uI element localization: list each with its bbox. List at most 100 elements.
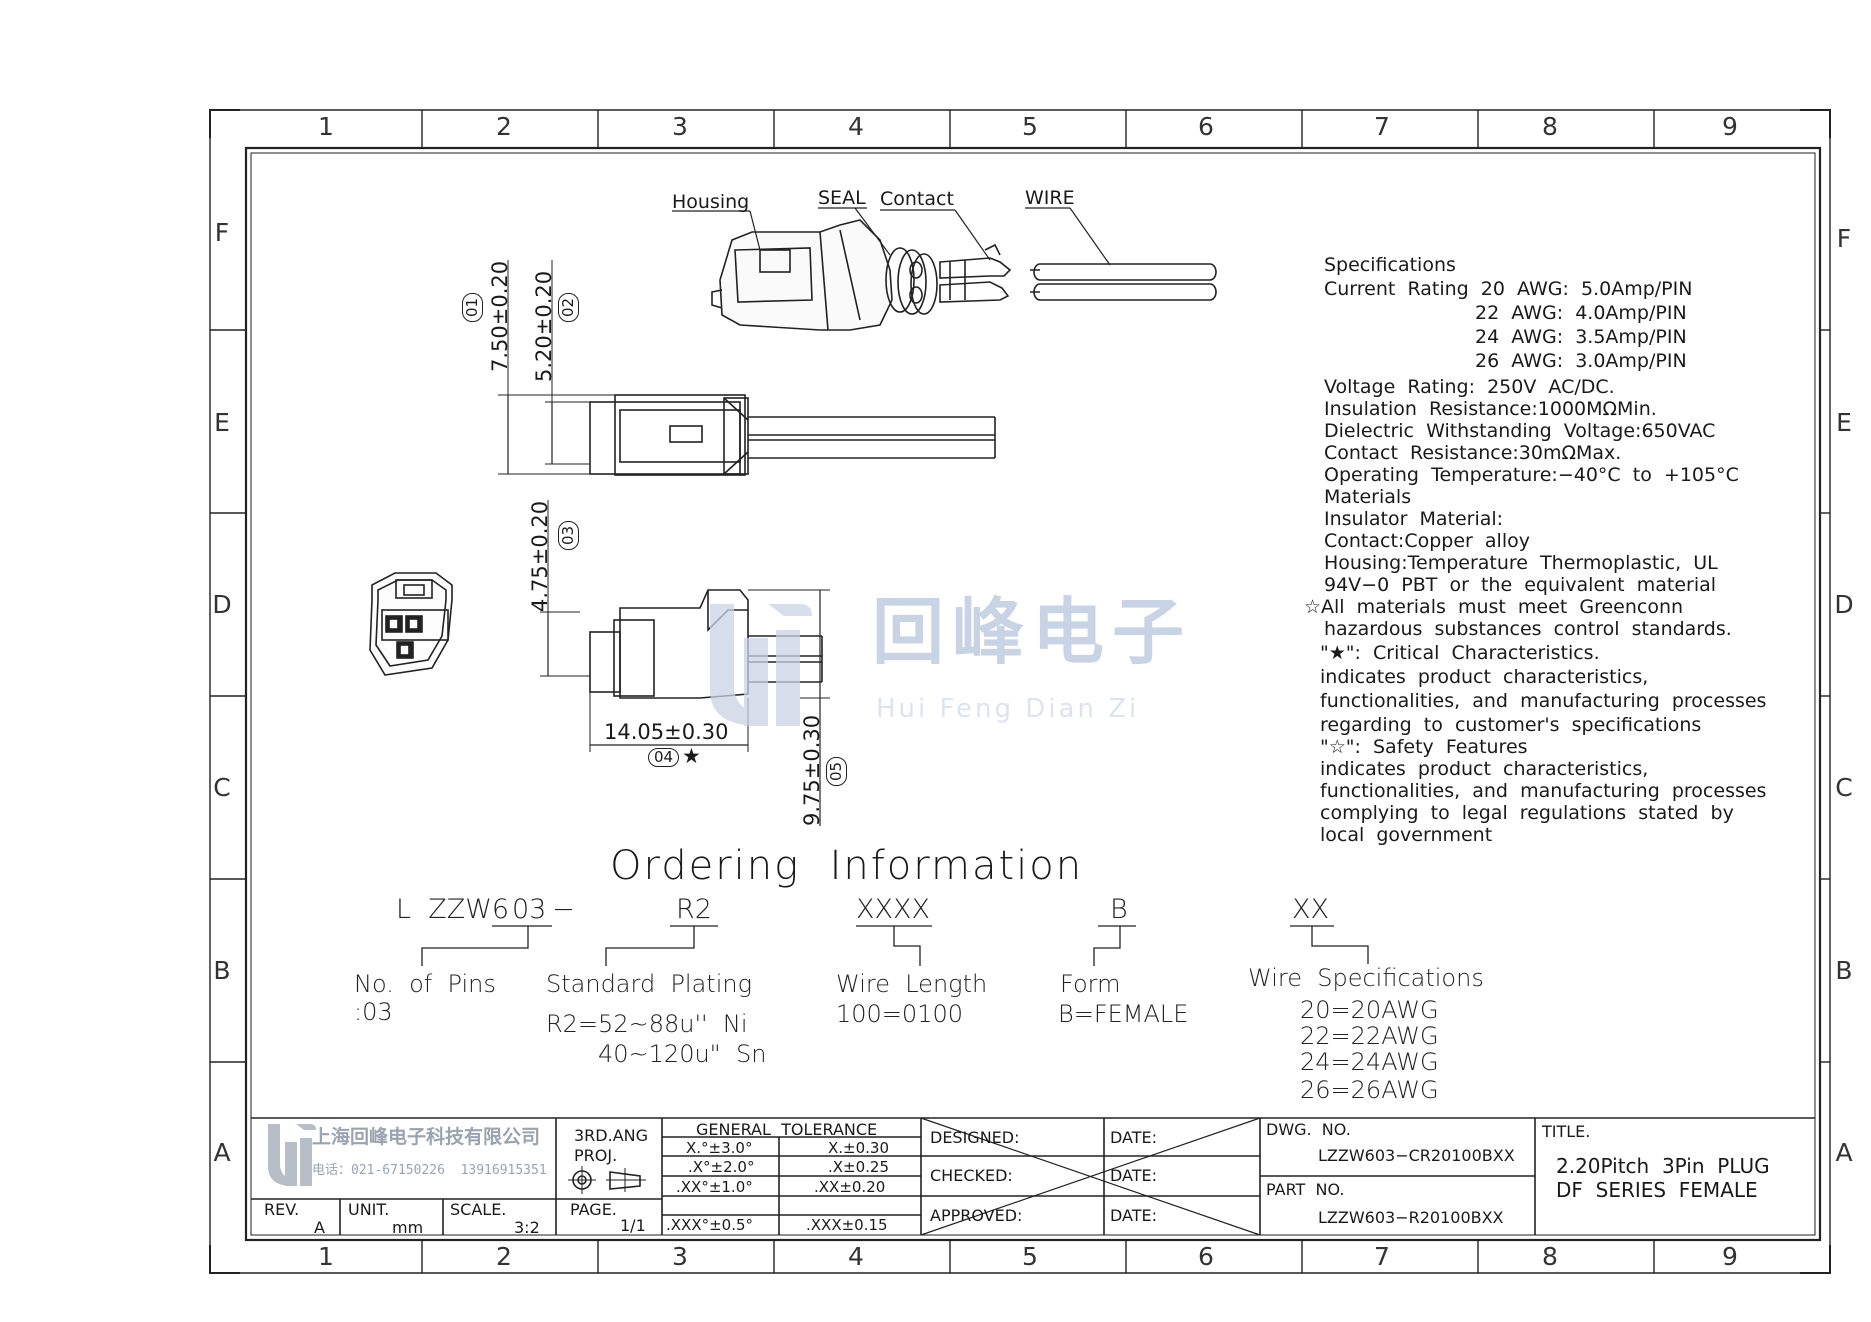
tolerance-header: GENERAL TOLERANCE: [696, 1120, 878, 1139]
callout-wire: WIRE: [1025, 187, 1075, 209]
row-label: C: [1835, 773, 1853, 802]
ordering-code-wire: XX: [1292, 894, 1329, 925]
spec-line: regarding to customer's specifications: [1320, 714, 1702, 736]
part-number-label: PART NO.: [1266, 1180, 1345, 1199]
wire-spec-value: 22=22AWG: [1300, 1022, 1439, 1050]
side-view: [498, 260, 996, 476]
callout-housing: Housing: [672, 191, 750, 213]
page-label: PAGE.: [570, 1200, 617, 1219]
column-label: 2: [496, 112, 512, 141]
spec-line: 94V−0 PBT or the equivalent material: [1324, 574, 1717, 596]
spec-line: ☆All materials must meet Greenconn: [1304, 596, 1684, 618]
ordering-code-prefix: L ZZW6: [396, 894, 510, 925]
company-phone: 电话：021-67150226 13916915351: [312, 1163, 547, 1178]
drawing-number-value: LZZW603−CR20100BXX: [1318, 1146, 1515, 1165]
ordering-title: Ordering Information: [610, 843, 1084, 889]
column-label: 5: [1022, 1242, 1038, 1271]
column-label: 7: [1374, 112, 1390, 141]
dimension-tag: 05: [826, 756, 847, 786]
scale-label: SCALE.: [450, 1200, 507, 1219]
dimension-length: 14.05±0.30: [604, 720, 729, 744]
row-label: C: [213, 773, 231, 802]
ordering-code-pins: 03: [512, 894, 547, 925]
watermark-subtext: Hui Feng Dian Zi: [876, 694, 1140, 724]
column-label: 3: [672, 112, 688, 141]
dimension-tag: 03: [558, 520, 579, 550]
spec-line: Voltage Rating: 250V AC/DC.: [1324, 376, 1615, 398]
tolerance-angle: .X°±2.0°: [688, 1158, 755, 1176]
company-logo: [268, 1124, 316, 1186]
drawing-title-line-2: DF SERIES FEMALE: [1556, 1178, 1758, 1202]
length-label: Wire Length: [836, 970, 988, 998]
callout-seal: SEAL: [818, 187, 866, 209]
spec-line: functionalities, and manufacturing proce…: [1320, 780, 1767, 802]
row-label: F: [1836, 224, 1852, 253]
plating-label: Standard Plating: [546, 970, 752, 998]
watermark-text: 回峰电子: [872, 590, 1193, 674]
row-label: F: [214, 218, 230, 247]
tolerance-linear: .XXX±0.15: [806, 1216, 888, 1234]
column-label: 6: [1198, 1242, 1214, 1271]
watermark-logo: [710, 604, 812, 726]
spec-line: indicates product characteristics,: [1320, 758, 1649, 780]
spec-line: Contact Resistance:30mΩMax.: [1324, 442, 1622, 464]
column-label: 1: [318, 1242, 334, 1271]
company-name: 上海回峰电子科技有限公司: [312, 1126, 541, 1148]
length-value: 100=0100: [836, 1000, 963, 1028]
wire-spec-value: 20=20AWG: [1300, 996, 1439, 1024]
designed-label: DESIGNED:: [930, 1128, 1020, 1147]
spec-line: "☆": Safety Features: [1320, 736, 1528, 758]
tolerance-angle: X.°±3.0°: [686, 1139, 753, 1157]
spec-line: Contact:Copper alloy: [1324, 530, 1530, 552]
ordering-leaders: [421, 925, 1369, 966]
column-label: 7: [1374, 1242, 1390, 1271]
date-label: DATE:: [1110, 1166, 1158, 1185]
spec-line: "★": Critical Characteristics.: [1320, 642, 1600, 664]
spec-line: Operating Temperature:−40°C to +105°C: [1324, 464, 1739, 486]
title-block-grid: [251, 1117, 1815, 1236]
dimension-overall-height: 7.50±0.20: [488, 260, 512, 372]
proj-label: PROJ.: [574, 1146, 618, 1165]
rev-value: A: [314, 1218, 325, 1237]
critical-star-icon: ★: [682, 744, 701, 768]
column-label: 8: [1542, 112, 1558, 141]
row-label: A: [1835, 1138, 1853, 1167]
column-label: 1: [318, 112, 334, 141]
column-label: 8: [1542, 1242, 1558, 1271]
spec-line: indicates product characteristics,: [1320, 666, 1649, 688]
row-label: E: [1836, 408, 1852, 437]
row-label: E: [214, 408, 230, 437]
front-view: [369, 572, 453, 676]
rev-label: REV.: [264, 1200, 300, 1219]
ordering-code-plating: R2: [676, 894, 712, 925]
column-label: 3: [672, 1242, 688, 1271]
exploded-assembly: [672, 207, 1217, 331]
page-value: 1/1: [620, 1216, 646, 1235]
tolerance-angle: .XXX°±0.5°: [666, 1216, 754, 1234]
drawing-title-line-1: 2.20Pitch 3Pin PLUG: [1556, 1154, 1770, 1178]
dimension-total-width: 9.75±0.30: [800, 714, 824, 826]
spec-line: 24 AWG: 3.5Amp/PIN: [1324, 326, 1687, 348]
spec-line: functionalities, and manufacturing proce…: [1320, 690, 1767, 712]
column-label: 5: [1022, 112, 1038, 141]
spec-line: Current Rating 20 AWG: 5.0Amp/PIN: [1324, 278, 1693, 300]
plating-value-1: R2=52~88u'' Ni: [546, 1010, 748, 1038]
form-label: Form: [1060, 970, 1121, 998]
row-label: D: [1834, 590, 1854, 619]
spec-line: hazardous substances control standards.: [1324, 618, 1732, 640]
dimension-inner-height: 5.20±0.20: [532, 270, 556, 382]
tolerance-angle: .XX°±1.0°: [676, 1178, 753, 1196]
pins-label: No. of Pins: [354, 970, 496, 998]
tolerance-linear: .XX±0.20: [814, 1178, 886, 1196]
title-label: TITLE.: [1542, 1122, 1591, 1141]
tolerance-linear: X.±0.30: [828, 1139, 890, 1157]
wire-spec-value: 24=24AWG: [1300, 1048, 1439, 1076]
spec-line: Dielectric Withstanding Voltage:650VAC: [1324, 420, 1716, 442]
unit-value: mm: [392, 1218, 424, 1237]
dimension-top-height: 4.75±0.20: [528, 500, 552, 612]
spec-line: Insulation Resistance:1000MΩMin.: [1324, 398, 1657, 420]
ordering-code-length: XXXX: [856, 894, 930, 925]
pins-value: :03: [354, 998, 393, 1026]
